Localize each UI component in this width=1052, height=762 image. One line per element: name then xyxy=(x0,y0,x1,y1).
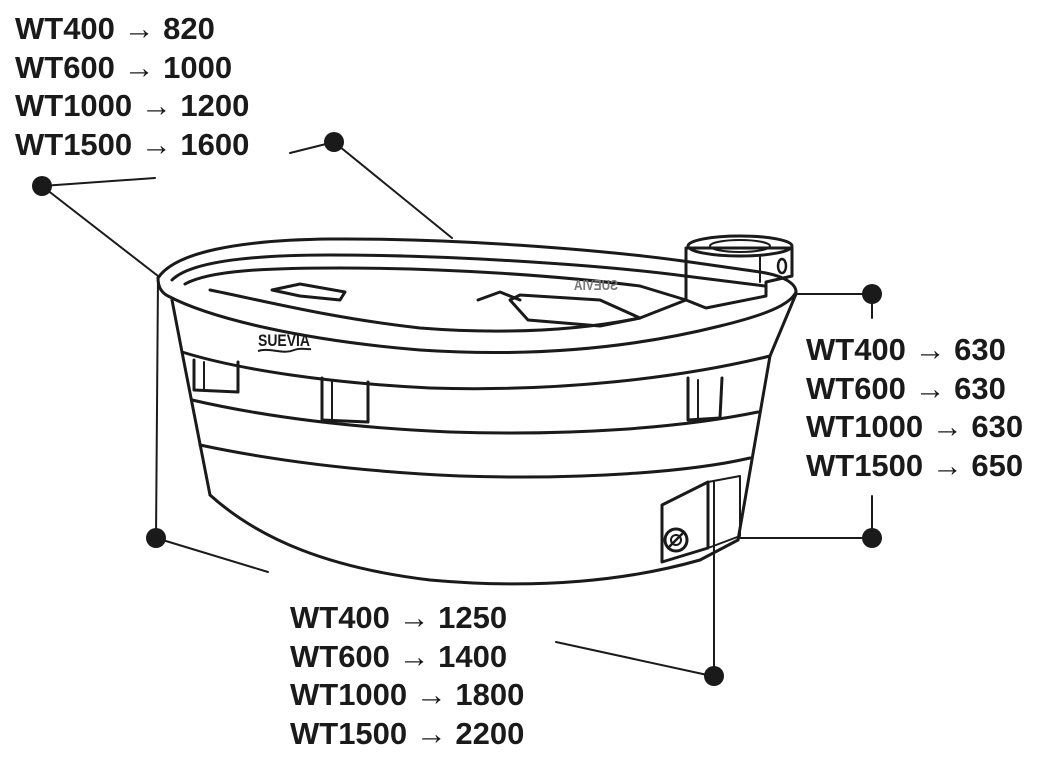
dimension-dot-icon xyxy=(32,176,52,196)
width-dimensions: WT400 → 820 WT600 → 1000 WT1000 → 1200 W… xyxy=(15,10,249,164)
width-dimension-line: WT400 → 820 xyxy=(15,11,215,46)
width-dimension-line: WT1000 → 1200 xyxy=(15,88,250,123)
width-dimension-line: WT1500 → 1600 xyxy=(15,126,250,162)
length-dimension-line: WT400 → 1250 xyxy=(290,600,508,635)
height-dimension-line: WT600 → 630 xyxy=(806,370,1006,406)
length-dimension-line: WT1500 → 2200 xyxy=(290,715,525,751)
width-dimension-line: WT600 → 1000 xyxy=(15,49,233,85)
dimension-lines xyxy=(41,141,873,677)
height-dimension-line: WT400 → 630 xyxy=(806,332,1006,367)
length-dimension-line: WT1000 → 1800 xyxy=(290,677,525,712)
suevia-logo: SUEVIA xyxy=(258,331,310,350)
height-dimensions: WT400 → 630 WT600 → 630 WT1000 → 630 WT1… xyxy=(806,331,1023,485)
length-dimension-line: WT600 → 1400 xyxy=(290,638,508,674)
trough-body xyxy=(156,234,798,586)
dimension-dot-icon xyxy=(146,528,166,548)
suevia-logo-mirrored: SUEVIA xyxy=(574,277,618,294)
suevia-logo-wave xyxy=(257,347,312,353)
height-dimension-line: WT1500 → 650 xyxy=(806,447,1024,483)
dimension-dot-icon xyxy=(862,284,882,304)
length-dimensions: WT400 → 1250 WT600 → 1400 WT1000 → 1800 … xyxy=(290,599,524,753)
height-dimension-line: WT1000 → 630 xyxy=(806,409,1024,444)
dimension-dot-icon xyxy=(324,132,344,152)
dimension-dot-icon xyxy=(862,528,882,548)
dimension-dot-icon xyxy=(704,666,724,686)
